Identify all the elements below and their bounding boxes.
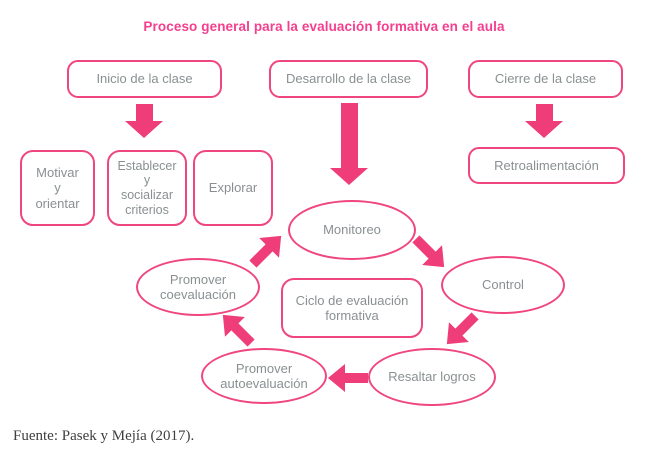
- arrow-shaft: [135, 104, 153, 121]
- arrow-cierre-to-retroalimentacion: [525, 104, 563, 138]
- arrow-inicio-to-establecer: [125, 104, 163, 138]
- arrow-head: [525, 121, 563, 138]
- node-promover-coevaluacion: Promover coevaluación: [136, 258, 260, 316]
- source-caption: Fuente: Pasek y Mejía (2017).: [13, 428, 195, 444]
- arrow-head: [125, 121, 163, 138]
- block-arrow-icon: [328, 364, 368, 392]
- block-arrow-icon: [412, 235, 445, 268]
- block-arrow-icon: [249, 235, 282, 268]
- node-desarrollo-de-la-clase: Desarrollo de la clase: [269, 60, 428, 98]
- node-monitoreo: Monitoreo: [288, 200, 416, 260]
- node-inicio-de-la-clase: Inicio de la clase: [67, 60, 222, 98]
- arrow-monitoreo-to-control: [406, 229, 454, 277]
- node-promover-autoevaluacion: Promover autoevaluación: [201, 348, 327, 404]
- arrow-shaft: [340, 103, 358, 168]
- node-explorar: Explorar: [193, 150, 273, 226]
- arrow-head: [330, 168, 368, 185]
- node-cierre-de-la-clase: Cierre de la clase: [468, 60, 623, 98]
- node-motivar-y-orientar: Motivar y orientar: [20, 150, 95, 226]
- diagram-title: Proceso general para la evaluación forma…: [143, 19, 505, 34]
- node-retroalimentacion: Retroalimentación: [468, 147, 625, 184]
- arrow-autoevaluacion-to-coevaluacion: [213, 305, 261, 353]
- node-ciclo-de-evaluacion-formativa: Ciclo de evaluación formativa: [281, 278, 423, 338]
- arrow-desarrollo-to-monitoreo: [330, 103, 368, 185]
- arrow-shaft: [535, 104, 553, 121]
- arrow-coevaluacion-to-monitoreo: [243, 226, 291, 274]
- arrow-resaltar-logros-to-autoevaluacion: [328, 364, 368, 392]
- arrow-control-to-resaltar-logros: [437, 306, 485, 354]
- block-arrow-icon: [446, 312, 479, 345]
- node-control: Control: [441, 256, 565, 314]
- node-establecer-y-socializar-criterios: Establecer y socializar criterios: [107, 150, 187, 226]
- block-arrow-icon: [222, 314, 255, 347]
- node-resaltar-logros: Resaltar logros: [368, 348, 496, 406]
